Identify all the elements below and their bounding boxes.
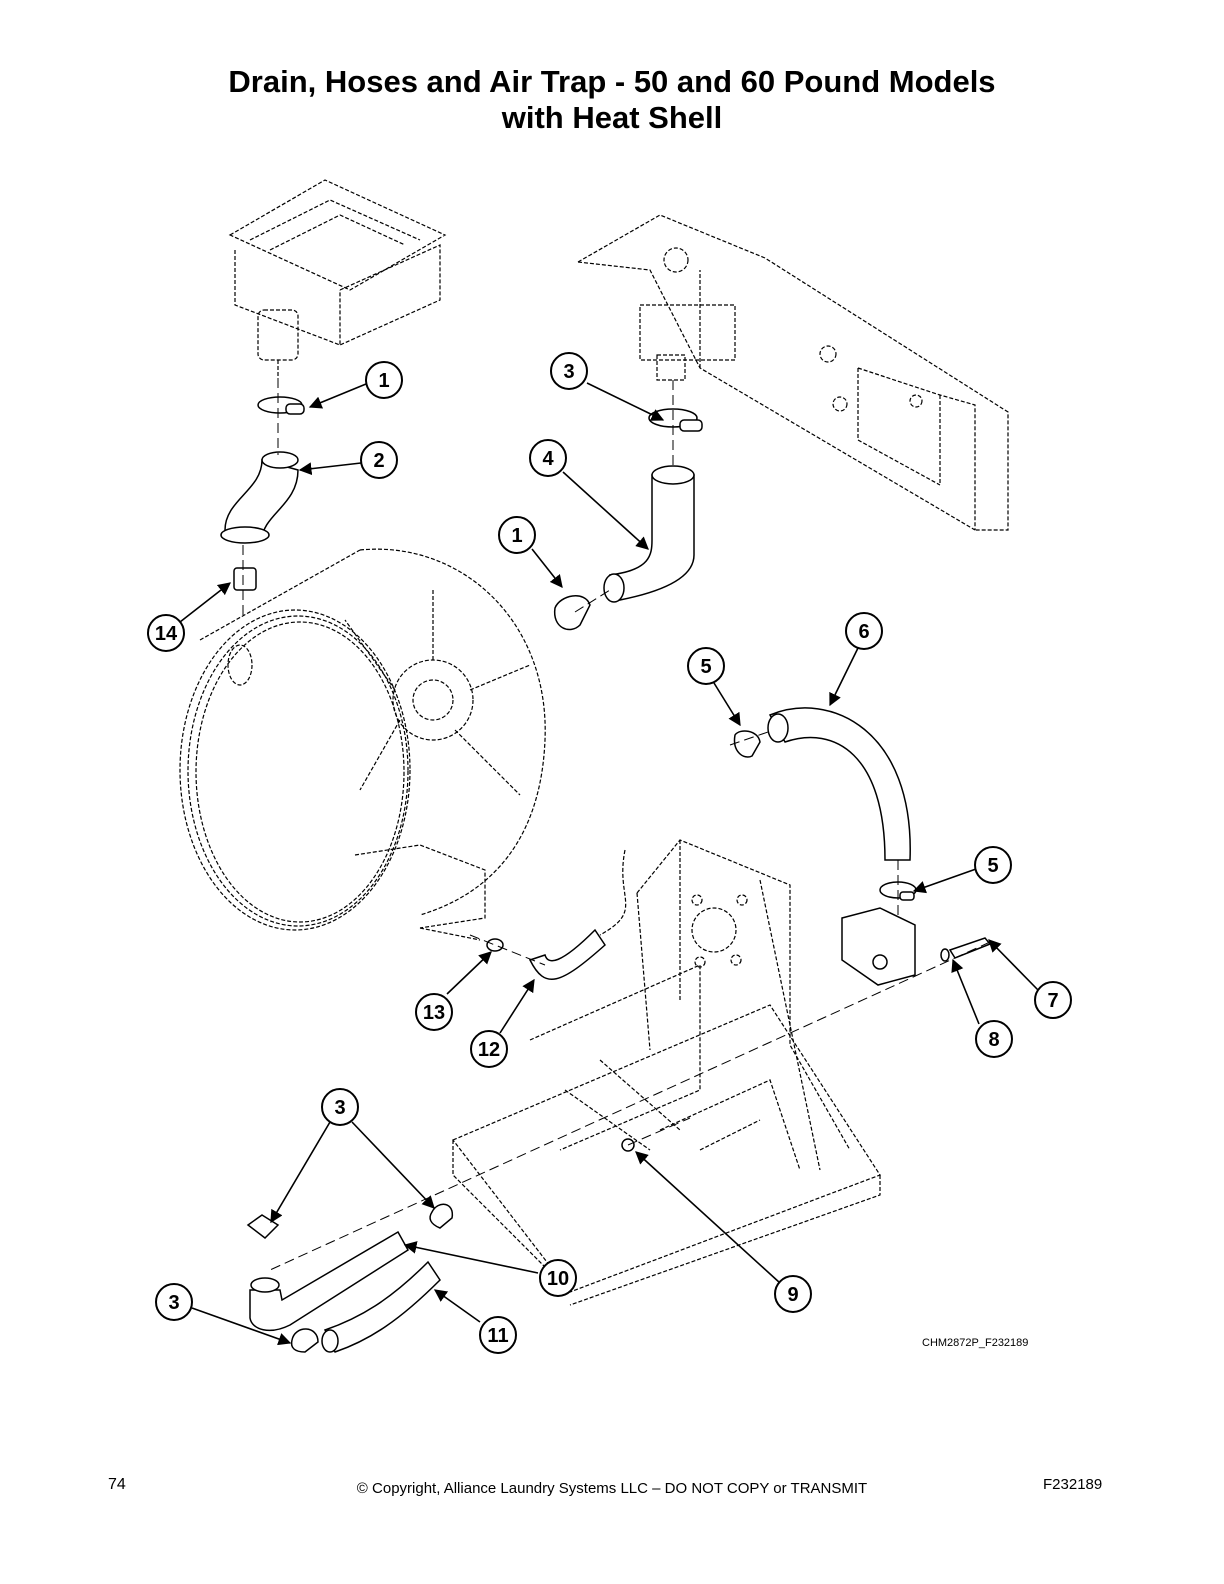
callout-label: 1 — [378, 370, 389, 392]
base-frame-drawing — [452, 839, 881, 1306]
callout-circle — [360, 441, 398, 479]
callout-circle — [321, 1088, 359, 1126]
callout-circle — [529, 439, 567, 477]
callout-circle — [687, 647, 725, 685]
copyright-notice: © Copyright, Alliance Laundry Systems LL… — [356, 1480, 868, 1497]
callout-circle — [147, 614, 185, 652]
callout-label: 1 — [511, 525, 522, 547]
upper-frame-drawing — [577, 214, 1009, 531]
callout-circle — [470, 1030, 508, 1068]
callout-label: 3 — [563, 361, 574, 383]
page-number: 74 — [108, 1476, 126, 1493]
dispenser-drawing — [228, 179, 447, 378]
document-code: F232189 — [1043, 1476, 1103, 1493]
callout-label: 14 — [155, 623, 178, 645]
callout-label: 9 — [787, 1284, 798, 1306]
callout-circle — [479, 1316, 517, 1354]
hoses-drawing — [220, 396, 992, 1353]
callout-circle — [974, 846, 1012, 884]
callout-circle — [539, 1259, 577, 1297]
callout-label: 13 — [423, 1002, 445, 1024]
page-title: Drain, Hoses and Air Trap - 50 and 60 Po… — [228, 64, 996, 99]
callout-numbers: 1 2 3 4 1 14 5 6 5 7 8 13 12 3 10 3 11 9 — [155, 361, 1059, 1347]
callout-circle — [498, 516, 536, 554]
callout-circle — [845, 612, 883, 650]
callout-label: 5 — [700, 656, 711, 678]
callout-circle — [155, 1283, 193, 1321]
callout-label: 8 — [988, 1029, 999, 1051]
callout-label: 4 — [542, 448, 554, 470]
callout-circle — [415, 993, 453, 1031]
drum-drawing — [179, 548, 546, 941]
callout-label: 10 — [547, 1268, 569, 1290]
callout-circle — [550, 352, 588, 390]
callout-circle — [1034, 981, 1072, 1019]
alignment-lines — [242, 378, 991, 1271]
callout-label: 11 — [487, 1325, 508, 1347]
callout-label: 3 — [168, 1292, 179, 1314]
drawing-code: CHM2872P_F232189 — [922, 1337, 1029, 1349]
callout-circles — [147, 352, 1072, 1354]
callout-label: 7 — [1047, 990, 1058, 1012]
callout-label: 12 — [478, 1039, 500, 1061]
callout-circle — [365, 361, 403, 399]
page-subtitle: with Heat Shell — [501, 100, 723, 135]
callout-label: 6 — [858, 621, 869, 643]
callout-label: 5 — [987, 855, 998, 877]
leader-lines — [179, 382, 1039, 1346]
callout-circle — [774, 1275, 812, 1313]
callout-label: 3 — [334, 1097, 345, 1119]
callout-circle — [975, 1020, 1013, 1058]
callout-label: 2 — [373, 450, 384, 472]
